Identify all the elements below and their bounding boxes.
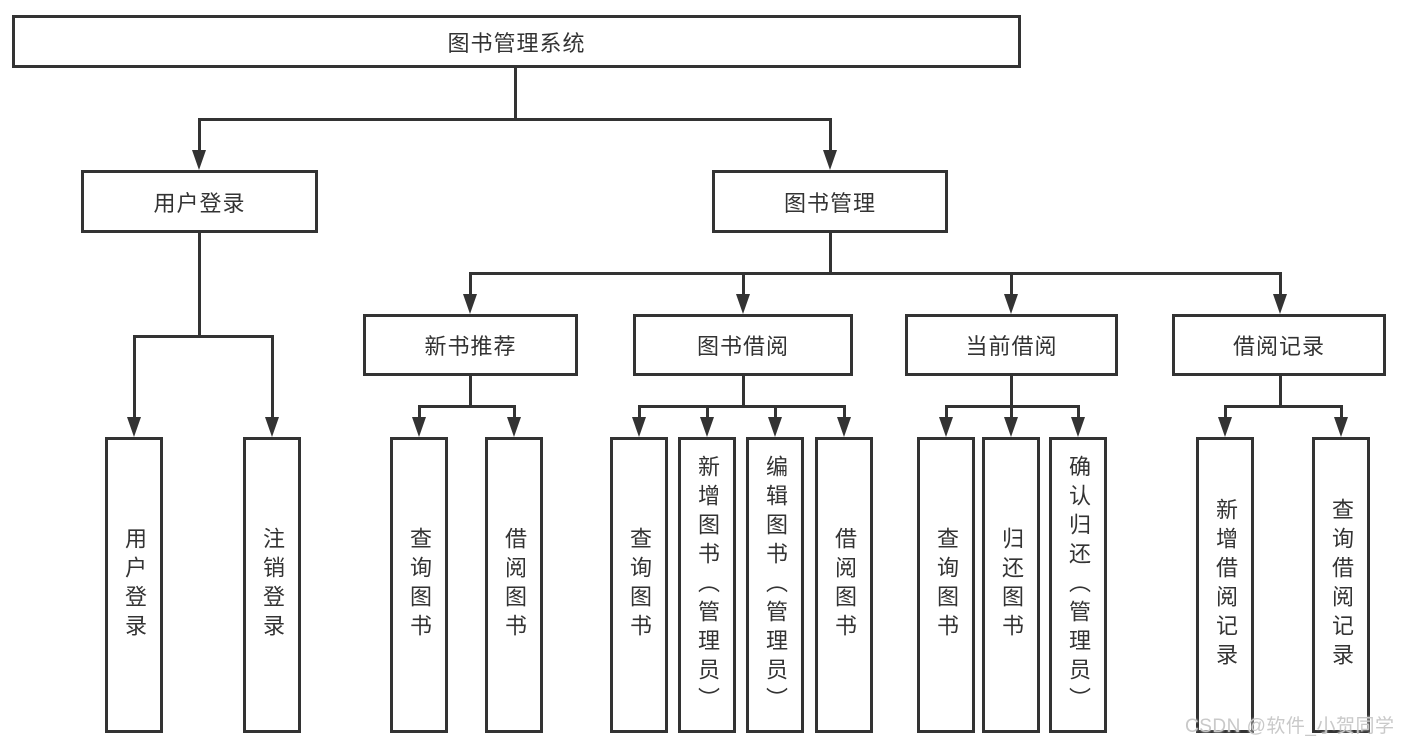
connector-arrow-down-icon	[768, 405, 782, 437]
leaf-label: 归还图书	[999, 527, 1024, 643]
connector-arrow-down-icon	[507, 405, 521, 437]
connector-arrow-down-icon	[1004, 405, 1018, 437]
connector-arrow-down-icon	[700, 405, 714, 437]
leaf-label: 注销登录	[260, 527, 285, 643]
connector-arrow-down-icon	[265, 335, 279, 437]
connector-line	[514, 68, 517, 118]
leaf-label: 用户登录	[122, 527, 147, 643]
connector-line	[198, 233, 201, 335]
leaf-query-books: 查询图书	[390, 437, 448, 733]
leaf-label: 查询图书	[934, 527, 959, 643]
leaf-label: 查询图书	[407, 527, 432, 643]
connector-arrow-down-icon	[837, 405, 851, 437]
leaf-return-books: 归还图书	[982, 437, 1040, 733]
node-user-login: 用户登录	[81, 170, 318, 233]
connector-line	[742, 376, 745, 405]
node-new-book-recommendation: 新书推荐	[363, 314, 578, 376]
connector-line	[1224, 405, 1342, 408]
node-library-management-system: 图书管理系统	[12, 15, 1021, 68]
connector-arrow-down-icon	[1218, 405, 1232, 437]
connector-arrow-down-icon	[1273, 272, 1287, 314]
connector-arrow-down-icon	[127, 335, 141, 437]
node-current-borrowing: 当前借阅	[905, 314, 1118, 376]
leaf-label: 查询图书	[627, 527, 652, 643]
node-book-borrowing: 图书借阅	[633, 314, 853, 376]
connector-arrow-down-icon	[192, 118, 206, 170]
connector-arrow-down-icon	[1004, 272, 1018, 314]
connector-line	[133, 335, 274, 338]
leaf-label: 新增图书（管理员）	[695, 454, 720, 716]
leaf-query-borrow-record: 查询借阅记录	[1312, 437, 1370, 733]
node-book-management: 图书管理	[712, 170, 948, 233]
leaf-label: 借阅图书	[832, 527, 857, 643]
leaf-label: 查询借阅记录	[1329, 498, 1354, 672]
connector-arrow-down-icon	[412, 405, 426, 437]
connector-arrow-down-icon	[736, 272, 750, 314]
leaf-user-login: 用户登录	[105, 437, 163, 733]
connector-line	[638, 405, 846, 408]
connector-line	[198, 118, 832, 121]
leaf-label: 新增借阅记录	[1213, 498, 1238, 672]
connector-line	[469, 376, 472, 405]
leaf-label: 借阅图书	[502, 527, 527, 643]
connector-line	[1010, 376, 1013, 405]
connector-line	[1279, 376, 1282, 405]
connector-arrow-down-icon	[939, 405, 953, 437]
leaf-confirm-return-admin: 确认归还（管理员）	[1049, 437, 1107, 733]
connector-line	[418, 405, 515, 408]
leaf-borrow-books: 借阅图书	[485, 437, 543, 733]
leaf-logout: 注销登录	[243, 437, 301, 733]
leaf-add-borrow-record: 新增借阅记录	[1196, 437, 1254, 733]
connector-arrow-down-icon	[1071, 405, 1085, 437]
leaf-query-books: 查询图书	[610, 437, 668, 733]
leaf-label: 确认归还（管理员）	[1066, 454, 1091, 716]
leaf-label: 编辑图书（管理员）	[763, 454, 788, 716]
connector-line	[829, 233, 832, 272]
connector-arrow-down-icon	[463, 272, 477, 314]
connector-arrow-down-icon	[1334, 405, 1348, 437]
node-borrowing-records: 借阅记录	[1172, 314, 1386, 376]
csdn-watermark: CSDN @软件_小贺同学	[1185, 716, 1395, 737]
leaf-add-books-admin: 新增图书（管理员）	[678, 437, 736, 733]
connector-line	[469, 272, 1281, 275]
connector-arrow-down-icon	[632, 405, 646, 437]
leaf-edit-books-admin: 编辑图书（管理员）	[746, 437, 804, 733]
leaf-query-books: 查询图书	[917, 437, 975, 733]
leaf-borrow-books: 借阅图书	[815, 437, 873, 733]
connector-arrow-down-icon	[823, 118, 837, 170]
